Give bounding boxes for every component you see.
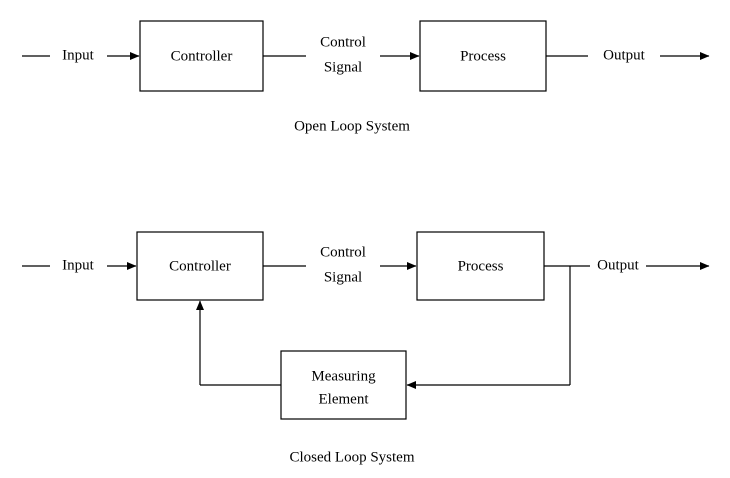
closed-loop-control-signal-label-line2: Signal (324, 269, 362, 285)
closed-loop-measuring-element-label-line2: Element (319, 391, 370, 407)
open-loop-diagram: Input Controller Control Signal Process … (22, 20, 710, 134)
open-loop-controller-block (139, 20, 264, 92)
closed-loop-output-label: Output (597, 257, 640, 273)
closed-loop-diagram: Input Controller Control Signal Process … (22, 231, 710, 465)
open-loop-caption: Open Loop System (294, 118, 410, 134)
open-loop-input-label: Input (62, 47, 94, 63)
closed-loop-input-label: Input (62, 257, 94, 273)
open-loop-controller-label: Controller (171, 48, 233, 64)
open-loop-control-signal-label-line2: Signal (324, 59, 362, 75)
closed-loop-measuring-element-label-line1: Measuring (311, 368, 376, 384)
closed-loop-controller-label: Controller (169, 258, 231, 274)
closed-loop-control-signal-label-line1: Control (320, 244, 366, 260)
open-loop-control-signal-label-line1: Control (320, 34, 366, 50)
closed-loop-measuring-element-block (280, 350, 407, 420)
open-loop-output-label: Output (603, 47, 646, 63)
open-loop-process-block (419, 20, 547, 92)
closed-loop-process-label: Process (458, 258, 504, 274)
open-loop-process-label: Process (460, 48, 506, 64)
closed-loop-caption: Closed Loop System (289, 449, 414, 465)
closed-loop-process-block (416, 231, 545, 301)
